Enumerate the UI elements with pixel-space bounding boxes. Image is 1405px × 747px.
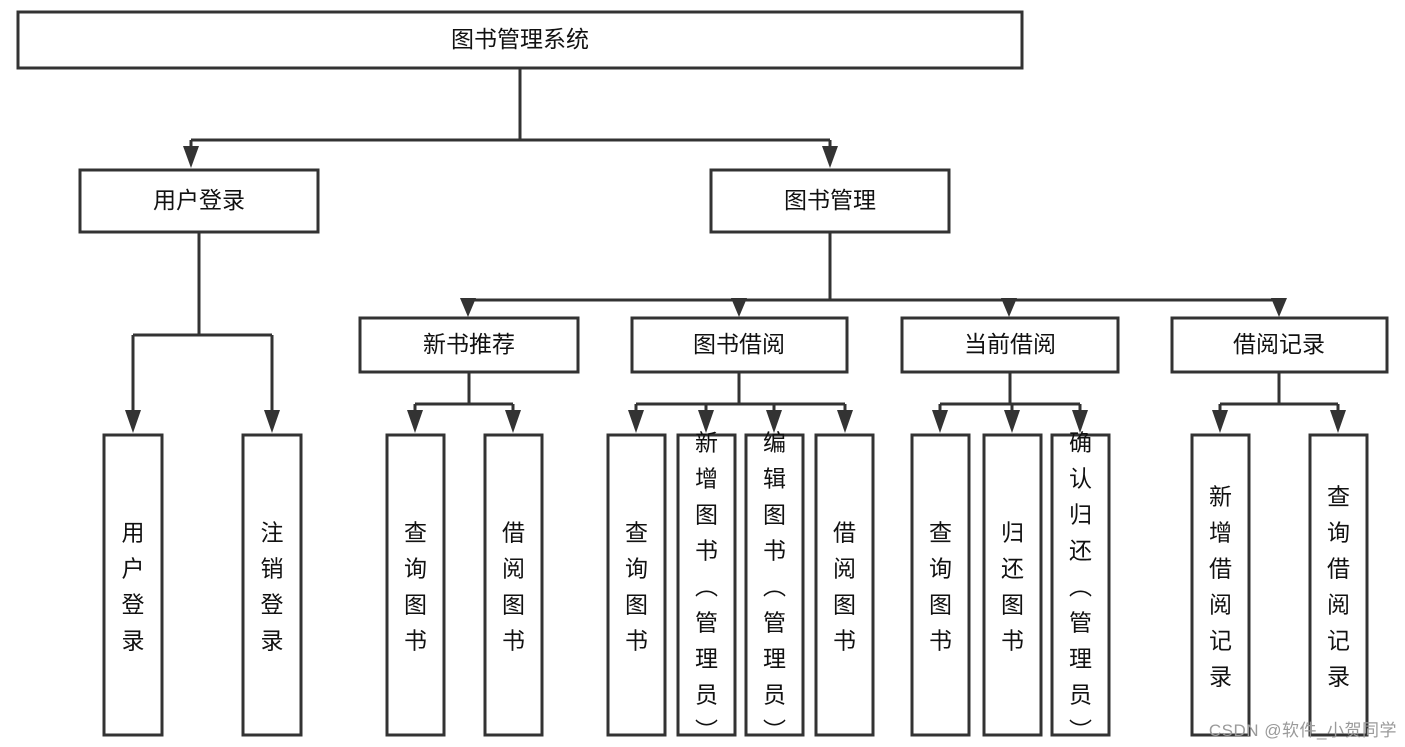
- arrow-head-leaf-query-record: [1330, 410, 1346, 433]
- leaf-node-label: 查询借阅记录: [1327, 483, 1350, 689]
- node-user-login-label: 用户登录: [153, 187, 245, 213]
- connector-lines: [125, 68, 1346, 433]
- leaf-node-label: 借阅图书: [833, 519, 856, 653]
- arrow-head-leaf-query-book-3: [932, 410, 948, 433]
- leaf-node-box[interactable]: [385, 433, 446, 737]
- leaf-node-leaf-borrow-book-1[interactable]: 借阅图书: [483, 433, 544, 737]
- node-new-book-rec-box[interactable]: [358, 316, 580, 374]
- node-current-borrow[interactable]: 当前借阅: [900, 316, 1120, 374]
- node-root-label: 图书管理系统: [451, 26, 589, 52]
- leaf-node-label: 注销登录: [261, 519, 284, 653]
- arrow-head-current-borrow: [1001, 298, 1017, 317]
- node-root[interactable]: 图书管理系统: [16, 10, 1024, 70]
- leaf-node-leaf-add-book[interactable]: 新增图书︵管理员︶: [676, 429, 737, 743]
- node-book-manage-box[interactable]: [709, 168, 951, 234]
- node-borrow-record[interactable]: 借阅记录: [1170, 316, 1389, 374]
- node-user-login-box[interactable]: [78, 168, 320, 234]
- leaf-node-box[interactable]: [1190, 433, 1251, 737]
- leaf-node-label: 新增图书︵管理员︶: [695, 429, 718, 743]
- node-book-borrow-label: 图书借阅: [693, 331, 785, 357]
- leaf-node-leaf-query-book-2[interactable]: 查询图书: [606, 433, 667, 737]
- leaf-node-box[interactable]: [982, 433, 1043, 737]
- leaf-node-leaf-query-record[interactable]: 查询借阅记录: [1308, 433, 1369, 737]
- leaf-node-box[interactable]: [744, 433, 805, 737]
- leaf-node-leaf-logout[interactable]: 注销登录: [241, 433, 303, 737]
- arrow-head-book-borrow: [731, 298, 747, 317]
- leaf-node-box[interactable]: [910, 433, 971, 737]
- leaf-node-leaf-add-record[interactable]: 新增借阅记录: [1190, 433, 1251, 737]
- arrow-head-leaf-add-record: [1212, 410, 1228, 433]
- leaf-node-box[interactable]: [483, 433, 544, 737]
- leaf-node-box[interactable]: [241, 433, 303, 737]
- node-book-manage-label: 图书管理: [784, 187, 876, 213]
- node-current-borrow-box[interactable]: [900, 316, 1120, 374]
- leaf-node-label: 归还图书: [1001, 519, 1024, 653]
- arrow-head-user-login: [183, 146, 199, 168]
- node-user-login[interactable]: 用户登录: [78, 168, 320, 234]
- leaf-node-leaf-user-login[interactable]: 用户登录: [102, 433, 164, 737]
- arrow-head-borrow-record: [1271, 298, 1287, 317]
- leaf-node-box[interactable]: [814, 433, 875, 737]
- leaf-node-label: 查询图书: [929, 519, 952, 653]
- leaf-node-label: 新增借阅记录: [1209, 483, 1232, 689]
- leaf-node-label: 借阅图书: [502, 519, 525, 653]
- node-new-book-rec-label: 新书推荐: [423, 331, 515, 357]
- leaf-node-label: 确认归还︵管理员︶: [1069, 429, 1092, 743]
- arrow-head-leaf-add-book: [698, 410, 714, 433]
- arrow-head-new-book-rec: [460, 298, 476, 317]
- leaf-node-label: 编辑图书︵管理员︶: [763, 429, 786, 743]
- arrow-head-leaf-query-book-1: [407, 410, 423, 433]
- leaf-node-box[interactable]: [676, 433, 737, 737]
- node-borrow-record-label: 借阅记录: [1233, 331, 1325, 357]
- leaf-node-leaf-return-book[interactable]: 归还图书: [982, 433, 1043, 737]
- arrow-head-leaf-logout: [264, 410, 280, 433]
- leaf-node-box[interactable]: [102, 433, 164, 737]
- arrow-head-leaf-user-login: [125, 410, 141, 433]
- node-book-borrow[interactable]: 图书借阅: [630, 316, 849, 374]
- node-root-box[interactable]: [16, 10, 1024, 70]
- node-current-borrow-label: 当前借阅: [964, 331, 1056, 357]
- arrow-head-leaf-confirm-return: [1072, 410, 1088, 433]
- leaf-node-box[interactable]: [1308, 433, 1369, 737]
- arrow-head-leaf-return-book: [1004, 410, 1020, 433]
- node-book-manage[interactable]: 图书管理: [709, 168, 951, 234]
- leaf-node-label: 查询图书: [625, 519, 648, 653]
- leaf-node-leaf-query-book-3[interactable]: 查询图书: [910, 433, 971, 737]
- node-book-borrow-box[interactable]: [630, 316, 849, 374]
- arrow-head-leaf-borrow-book-2: [837, 410, 853, 433]
- arrow-head-leaf-borrow-book-1: [505, 410, 521, 433]
- leaf-node-layer: 用户登录 注销登录 查询图书 借阅图书 查询图书 新增图书︵管理员︶ 编辑图书︵管理员︶ 借阅…: [102, 429, 1369, 743]
- arrow-head-leaf-query-book-2: [628, 410, 644, 433]
- leaf-node-label: 用户登录: [122, 519, 145, 653]
- leaf-node-leaf-query-book-1[interactable]: 查询图书: [385, 433, 446, 737]
- arrow-head-leaf-edit-book: [766, 410, 782, 433]
- leaf-node-box[interactable]: [606, 433, 667, 737]
- node-borrow-record-box[interactable]: [1170, 316, 1389, 374]
- leaf-node-leaf-edit-book[interactable]: 编辑图书︵管理员︶: [744, 429, 805, 743]
- leaf-node-box[interactable]: [1050, 433, 1111, 737]
- node-new-book-rec[interactable]: 新书推荐: [358, 316, 580, 374]
- leaf-node-label: 查询图书: [404, 519, 427, 653]
- leaf-node-leaf-confirm-return[interactable]: 确认归还︵管理员︶: [1050, 429, 1111, 743]
- leaf-node-leaf-borrow-book-2[interactable]: 借阅图书: [814, 433, 875, 737]
- arrow-head-book-manage: [822, 146, 838, 168]
